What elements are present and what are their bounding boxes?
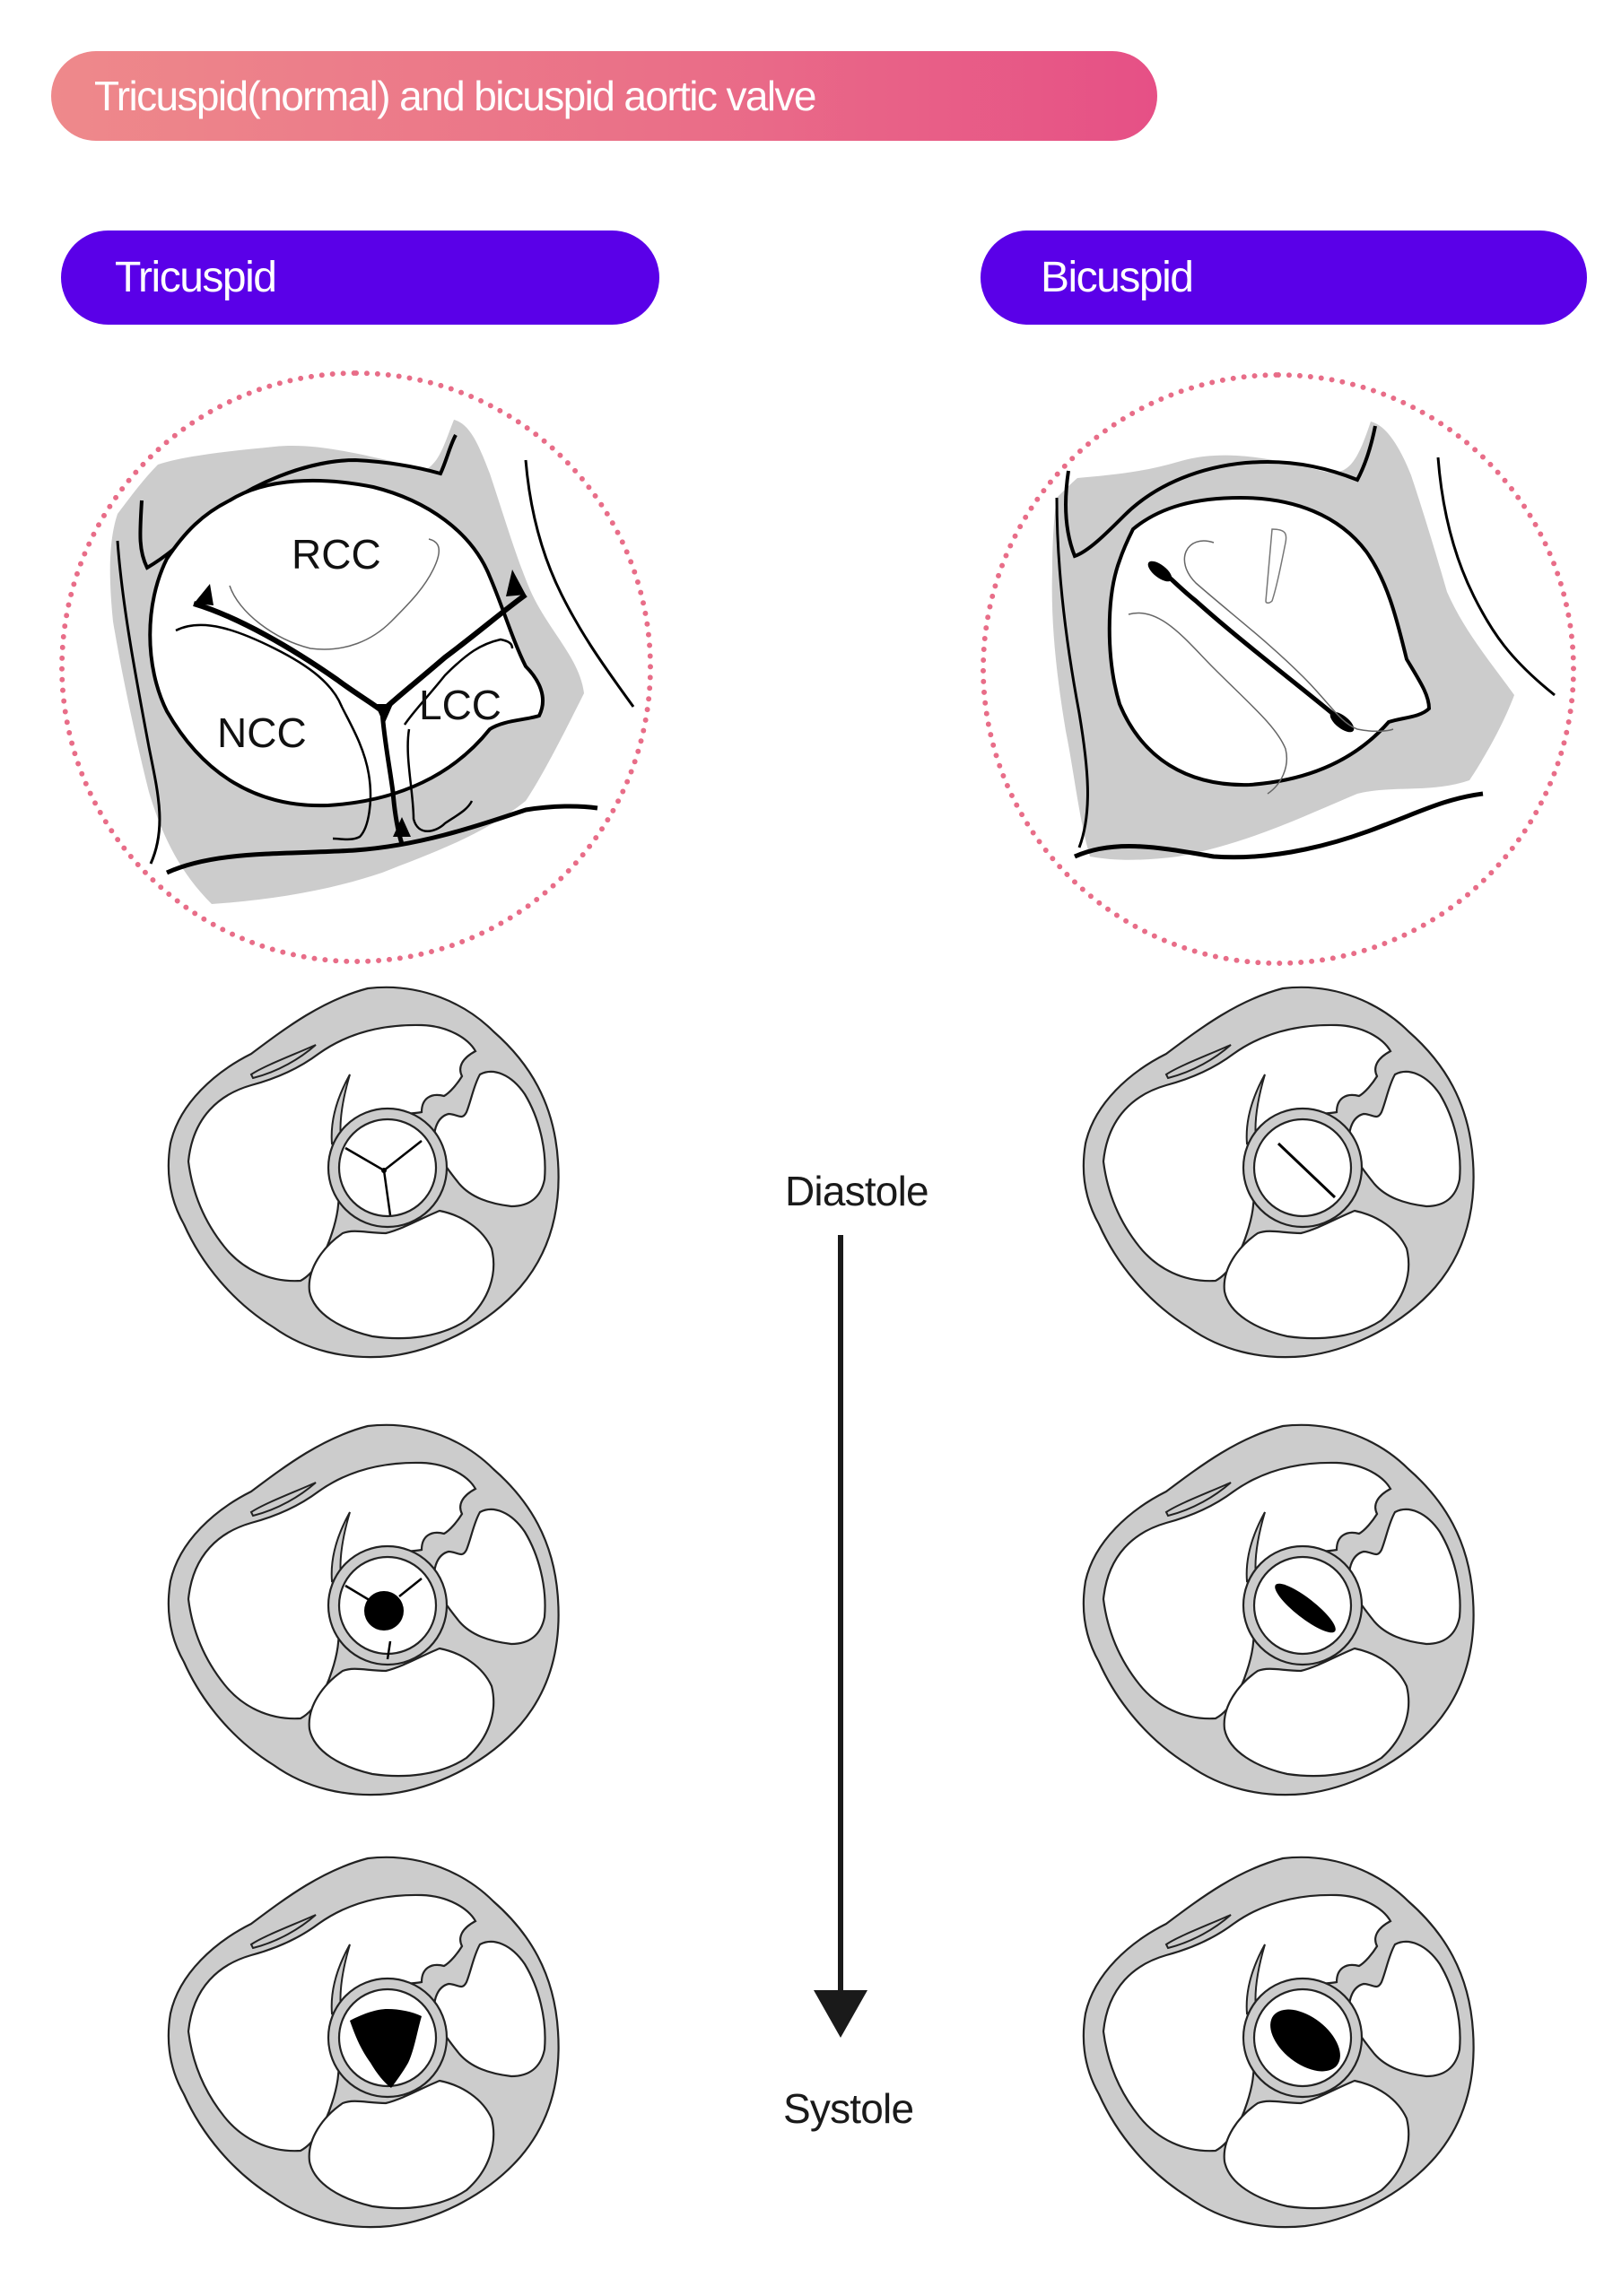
tricuspid-column-header: Tricuspid (61, 230, 659, 325)
timeline-arrow-shaft (838, 1235, 843, 1993)
figure-title: Tricuspid(normal) and bicuspid aortic va… (94, 73, 816, 119)
bicuspid-heart-phase-3 (1068, 1839, 1480, 2251)
diastole-label: Diastole (785, 1168, 929, 1214)
tricuspid-column-label: Tricuspid (115, 254, 277, 301)
tricuspid-heart-phase-1 (153, 969, 565, 1381)
down-arrow-icon (814, 1990, 867, 2038)
bicuspid-valve-detail-illustration (1051, 422, 1556, 860)
cusp-label-rcc: RCC (292, 531, 381, 578)
cusp-label-lcc: LCC (419, 682, 501, 728)
tricuspid-heart-phase-3 (153, 1839, 565, 2251)
bicuspid-heart-phase-1 (1068, 969, 1480, 1381)
cusp-label-ncc: NCC (217, 709, 307, 756)
bicuspid-detail-ring (981, 372, 1576, 966)
systole-label: Systole (783, 2085, 914, 2132)
bicuspid-column-label: Bicuspid (1041, 254, 1194, 301)
tricuspid-heart-phase-2 (153, 1406, 565, 1819)
tricuspid-detail-ring (59, 370, 653, 964)
bicuspid-column-header: Bicuspid (981, 230, 1587, 325)
figure-title-banner: Tricuspid(normal) and bicuspid aortic va… (51, 51, 1157, 141)
tricuspid-valve-detail-illustration: RCC NCC LCC (109, 420, 635, 904)
bicuspid-heart-phase-2 (1068, 1406, 1480, 1819)
